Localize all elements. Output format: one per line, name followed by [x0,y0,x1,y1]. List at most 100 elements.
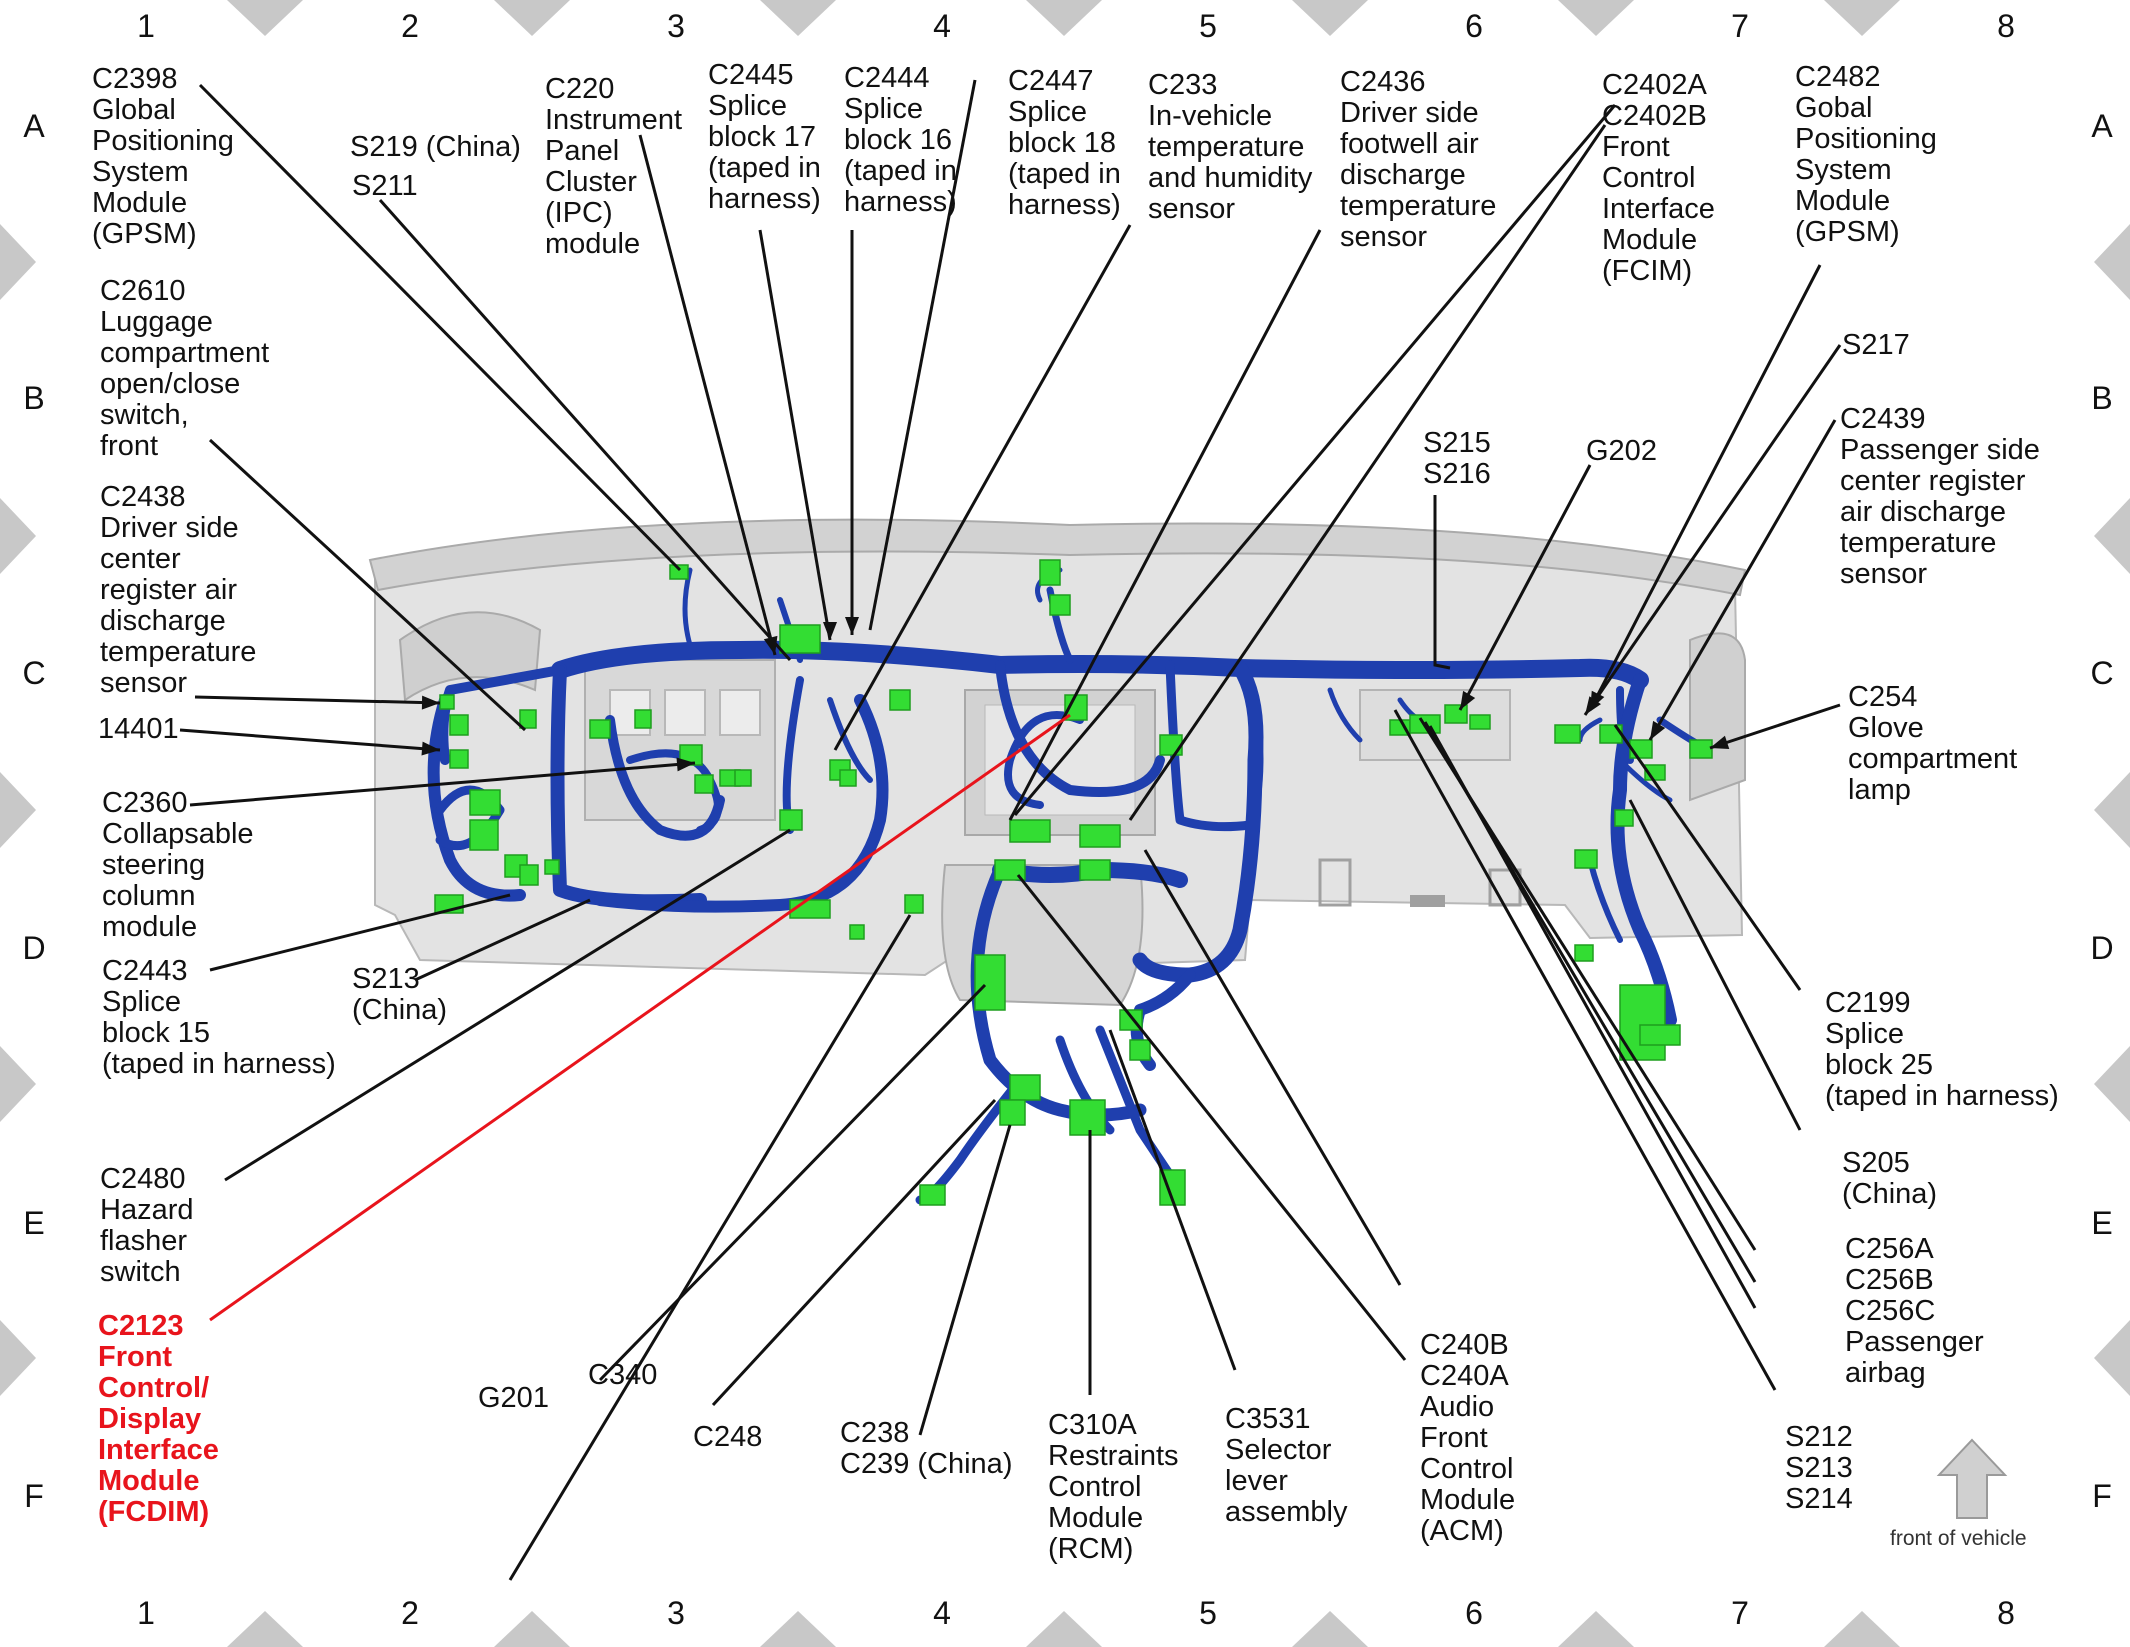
label-s217: S217 [1842,329,1910,361]
connector-40 [1159,734,1183,756]
label-c2443: C2443 Splice block 15 (taped in harness) [102,955,336,1080]
grid-row-left-d: D [22,930,46,966]
label-s212: S212 S213 S214 [1785,1421,1853,1515]
border-triangle-right-2 [2094,772,2130,848]
label-c2447: C2447 Splice block 18 (taped in harness) [1008,65,1121,221]
label-c2480: C2480 Hazard flasher switch [100,1163,194,1288]
label-c2402: C2402A C2402B Front Control Interface Mo… [1602,69,1715,287]
label-c2398: C2398 Global Positioning System Module (… [92,63,234,250]
arrowhead-0 [823,622,837,640]
border-triangle-right-4 [2094,1320,2130,1396]
grid-col-bottom-4: 4 [933,1595,951,1631]
grid-row-left-b: B [23,380,45,416]
label-s215: S215 S216 [1423,427,1491,490]
connector-38 [919,1184,946,1206]
front-arrow-icon [1936,1438,2008,1519]
border-triangle-bottom-4 [1292,1611,1368,1647]
dashboard-body [368,518,1747,1007]
leader-lines [179,79,1842,1581]
label-c310a: C310A Restraints Control Module (RCM) [1048,1409,1179,1565]
grid-col-bottom-5: 5 [1199,1595,1217,1631]
connector-8 [469,789,501,816]
connector-5 [439,694,455,710]
connector-34 [1069,1099,1106,1136]
connector-17 [694,774,714,794]
border-triangle-left-2 [0,772,36,848]
grid-col-bottom-8: 8 [1997,1595,2015,1631]
label-c2445: C2445 Splice block 17 (taped in harness) [708,59,821,215]
border-triangle-top-4 [1292,0,1368,36]
connector-51 [1614,809,1634,827]
connector-54 [1574,944,1594,962]
label-c2444: C2444 Splice block 16 (taped in harness) [844,62,957,218]
grid-row-left-f: F [24,1478,44,1514]
label-c248: C248 [693,1421,763,1453]
connectors [434,559,1713,1206]
arrowhead-7 [1710,735,1730,750]
grid-col-top-7: 7 [1731,8,1749,44]
label-c340: C340 [588,1359,658,1391]
label-c2199: C2199 Splice block 25 (taped in harness) [1825,987,2059,1112]
connector-3 [1049,594,1071,616]
connector-12 [519,864,539,886]
grid-row-right-c: C [2090,655,2114,691]
arrowhead-4 [421,695,440,710]
grid-col-bottom-6: 6 [1465,1595,1483,1631]
connector-43 [1444,704,1468,724]
connector-28 [1009,819,1051,843]
arrowhead-6 [676,757,695,772]
arrowhead-10 [1650,720,1666,740]
grid-row-right-b: B [2091,380,2113,416]
border-triangle-top-6 [1824,0,1900,36]
front-of-vehicle-label: front of vehicle [1890,1527,2027,1550]
grid-col-bottom-3: 3 [667,1595,685,1631]
connector-16 [679,744,703,766]
label-c220: C220 Instrument Panel Cluster (IPC) modu… [545,73,682,260]
connector-49 [1689,739,1713,759]
grid-row-right-d: D [2090,930,2114,966]
arrowhead-5 [421,741,440,756]
label-c238: C238 C239 (China) [840,1417,1013,1480]
label-c2360: C2360 Collapsable steering column module [102,787,254,943]
connector-0 [669,564,689,580]
label-c2436: C2436 Driver side footwell air discharge… [1340,66,1497,253]
grid-row-right-a: A [2091,108,2113,144]
label-c3531: C3531 Selector lever assembly [1225,1403,1348,1528]
border-triangle-bottom-3 [1026,1611,1102,1647]
border-triangle-right-0 [2094,224,2130,300]
grid-col-top-1: 1 [137,8,155,44]
border-triangle-top-1 [494,0,570,36]
border-triangle-bottom-0 [227,1611,303,1647]
label-c233: C233 In-vehicle temperature and humidity… [1148,69,1313,225]
connector-11 [519,709,537,729]
connector-37 [999,1099,1026,1126]
connector-44 [1469,714,1491,730]
border-triangle-top-5 [1558,0,1634,36]
connector-24 [904,894,924,914]
grid-row-right-f: F [2092,1478,2112,1514]
border-triangle-bottom-1 [494,1611,570,1647]
grid-row-left-c: C [22,655,46,691]
grid-row-left-e: E [23,1205,45,1241]
border-triangle-right-3 [2094,1046,2130,1122]
border-triangle-bottom-6 [1824,1611,1900,1647]
label-c2610: C2610 Luggage compartment open/close swi… [100,275,270,462]
arrowhead-1 [845,617,859,635]
arrowhead-8 [1460,690,1476,710]
connector-19 [734,769,752,787]
border-triangle-left-4 [0,1320,36,1396]
connector-22 [839,769,857,787]
connector-45 [1554,724,1581,744]
border-triangle-top-2 [760,0,836,36]
label-c2123: C2123 Front Control/ Display Interface M… [98,1310,219,1528]
connector-20 [779,809,803,831]
grid-col-top-8: 8 [1997,8,2015,44]
border-triangle-top-3 [1026,0,1102,36]
label-c2482: C2482 Gobal Positioning System Module (G… [1795,61,1937,248]
grid-col-bottom-2: 2 [401,1595,419,1631]
label-s213-china: S213 (China) [352,963,448,1026]
connector-23 [889,689,911,711]
label-c2438: C2438 Driver side center register air di… [100,481,257,699]
